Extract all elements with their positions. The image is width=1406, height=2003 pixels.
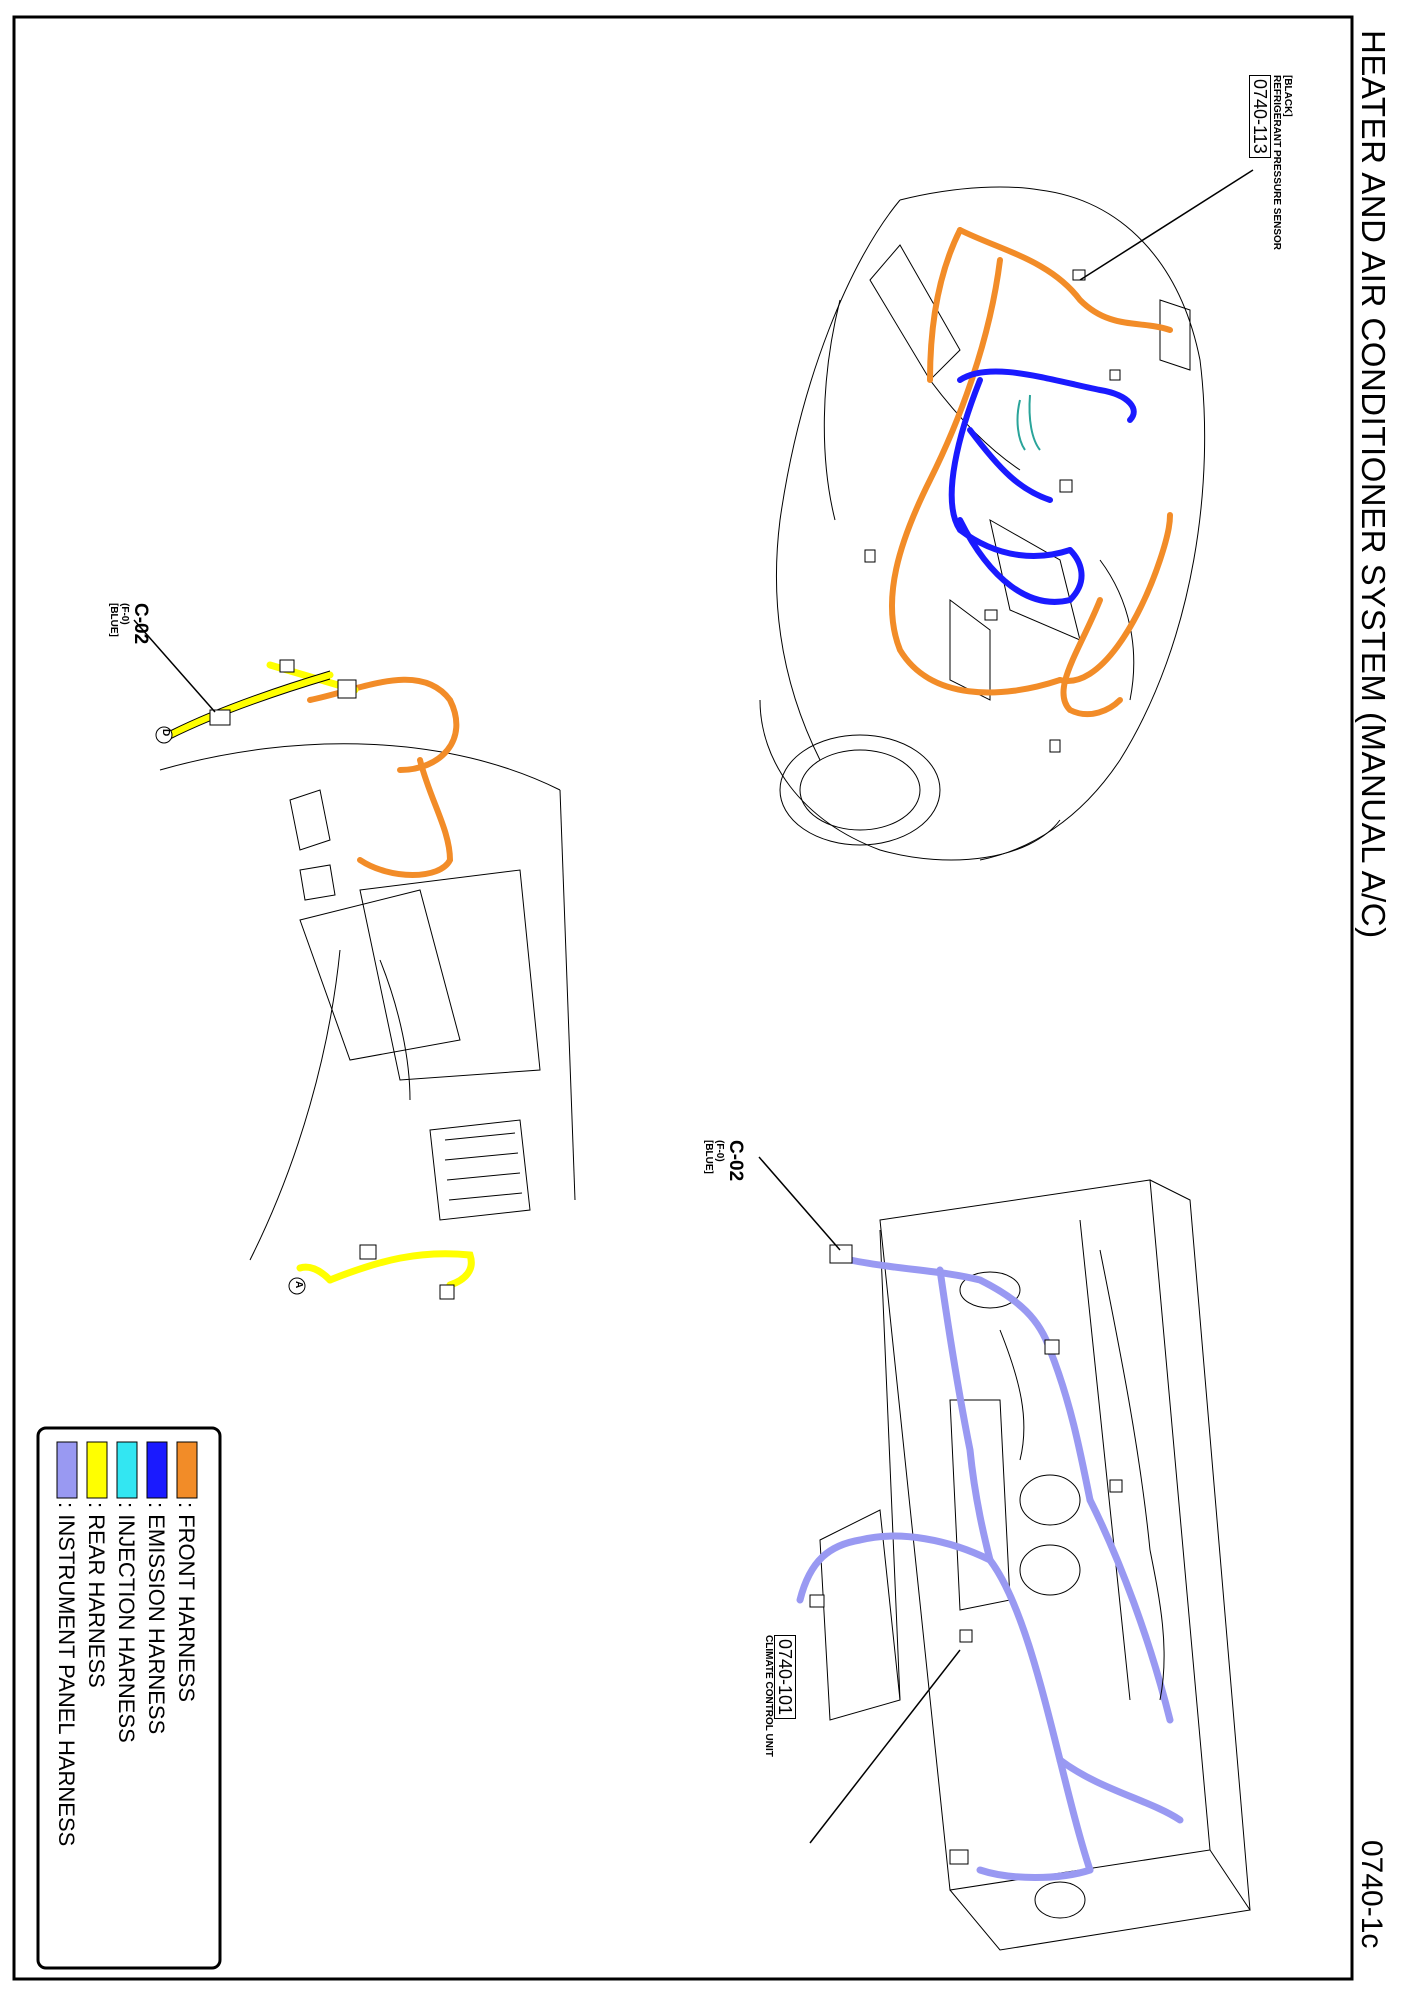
legend-label-0: : FRONT HARNESS xyxy=(174,1502,199,1703)
instrument-panel-harness xyxy=(796,1256,1184,1881)
climate-unit-name: CLIMATE CONTROL UNIT xyxy=(763,1635,774,1757)
connector-top-code: C-02 xyxy=(130,603,151,645)
instrument-panel-illustration xyxy=(819,1179,1251,1951)
page-frame xyxy=(12,15,1354,1981)
legend-label-3: : REAR HARNESS xyxy=(84,1502,109,1688)
pressure-sensor-name: REFRIGERANT PRESSURE SENSOR xyxy=(1271,75,1282,251)
dashboard-illustration xyxy=(159,743,576,1261)
connector-top-leader xyxy=(133,619,216,713)
front-harness-dash xyxy=(307,676,460,878)
legend-label-1: : EMISSION HARNESS xyxy=(144,1502,169,1735)
pressure-sensor-leader xyxy=(1079,169,1254,281)
marker-a-circle xyxy=(288,1277,306,1295)
connector-mid-color: [BLUE] xyxy=(703,1140,714,1174)
legend-swatch-1 xyxy=(146,1441,168,1499)
legend-label-4: : INSTRUMENT PANEL HARNESS xyxy=(54,1502,79,1847)
legend-box xyxy=(36,1426,222,1970)
climate-unit-callout: 0740-101 CLIMATE CONTROL UNIT xyxy=(763,1635,796,1757)
engine-connectors xyxy=(864,269,1121,753)
legend-swatch-3 xyxy=(86,1441,108,1499)
pressure-sensor-code: 0740-113 xyxy=(1249,75,1271,158)
connector-top-pin: (F-0) xyxy=(119,603,130,625)
marker-d-label: D xyxy=(160,729,171,737)
pressure-sensor-color: [BLACK] xyxy=(1282,75,1293,117)
connector-mid-pin: (F-0) xyxy=(714,1140,725,1162)
connector-mid-leader xyxy=(758,1156,841,1251)
climate-unit-leader xyxy=(809,1649,961,1844)
pressure-sensor-callout: [BLACK] REFRIGERANT PRESSURE SENSOR 0740… xyxy=(1249,75,1293,250)
connector-top-color: [BLUE] xyxy=(108,603,119,637)
ip-connectors xyxy=(809,1244,1123,1865)
connector-mid-code: C-02 xyxy=(725,1140,746,1182)
rear-harness-outline xyxy=(169,670,331,740)
dash-connectors xyxy=(209,659,455,1300)
legend-swatch-4 xyxy=(56,1441,78,1499)
rear-harness-dash xyxy=(166,661,475,1289)
engine-bay-illustration xyxy=(759,186,1206,861)
marker-d-circle xyxy=(155,726,173,744)
legend-swatch-0 xyxy=(176,1441,198,1499)
legend-label-2: : INJECTION HARNESS xyxy=(114,1502,139,1743)
instrument-panel-wires xyxy=(999,1249,1165,1701)
front-harness-engine xyxy=(888,227,1173,718)
page-number: 0740-1c xyxy=(1355,1840,1388,1949)
marker-a-label: A xyxy=(293,1281,304,1289)
connector-mid-callout: C-02 (F-0) [BLUE] xyxy=(703,1140,746,1182)
connector-top-callout: C-02 (F-0) [BLUE] xyxy=(108,603,151,645)
emission-harness-engine xyxy=(948,368,1137,605)
page-title: HEATER AND AIR CONDITIONER SYSTEM (MANUA… xyxy=(1355,30,1392,939)
legend-swatches xyxy=(56,1441,198,1499)
climate-unit-code: 0740-101 xyxy=(774,1635,796,1720)
legend-swatch-2 xyxy=(116,1441,138,1499)
injection-harness-engine xyxy=(1016,394,1041,451)
